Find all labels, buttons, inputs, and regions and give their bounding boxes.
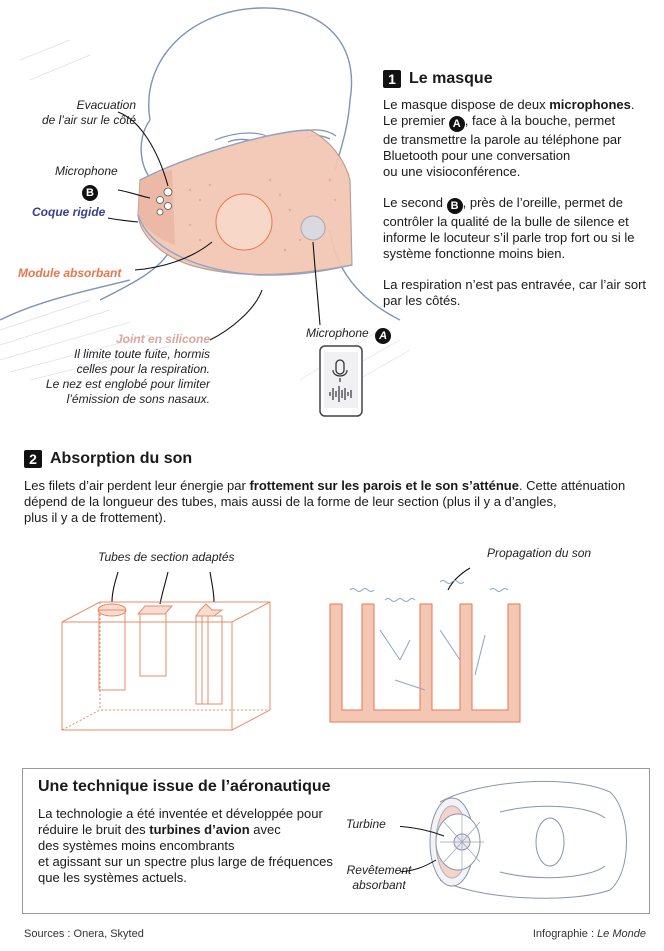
mask-illustration xyxy=(0,7,411,417)
section2-body: Les filets d’air perdent leur énergie pa… xyxy=(24,478,644,526)
s1-p1f: de transmettre la parole au téléphone pa… xyxy=(383,132,622,147)
s1-p2c: contrôler la qualité de la bulle de sile… xyxy=(383,214,629,229)
s1-p1d: Le premier xyxy=(383,113,449,128)
tubes-label: Tubes de section adaptés xyxy=(98,550,235,564)
microphone-a-text: Microphone xyxy=(306,326,369,340)
mask-body xyxy=(137,129,353,276)
joint-line1: Il limite toute fuite, hormis xyxy=(73,347,210,361)
annotation-arrows xyxy=(107,111,321,341)
s1-p2a: Le second xyxy=(383,195,447,210)
section2-title: Absorption du son xyxy=(50,450,193,467)
s3-l4: et agissant sur un spectre plus large de… xyxy=(38,854,333,869)
s1-p2: Le second B, près de l’oreille, permet d… xyxy=(383,195,653,262)
s1-p3a: La respiration n’est pas entravée, car l… xyxy=(383,277,647,292)
joint-line2: celles pour la respiration. xyxy=(76,362,210,376)
evacuation-label-line1: Evacuation xyxy=(76,98,136,112)
s1-p1e: , face à la bouche, permet xyxy=(464,113,616,128)
badge-a-illustration: A xyxy=(375,328,392,344)
propagation-structure xyxy=(329,603,521,723)
badge-b-text: B xyxy=(446,198,463,214)
s2-l1a: Les filets d’air perdent leur énergie pa… xyxy=(24,478,250,493)
propagation-waves xyxy=(349,580,509,691)
aeronautics-box xyxy=(22,768,650,914)
joint-title: Joint en silicone xyxy=(115,332,210,346)
s3-l5: que les systèmes actuels. xyxy=(38,870,187,885)
credit-publisher: Le Monde xyxy=(597,928,646,940)
credit: Infographie : Le Monde xyxy=(533,928,646,940)
revetement-line2: absorbant xyxy=(352,878,406,892)
tubes-block xyxy=(61,601,271,731)
s3-l2a: réduire le bruit des xyxy=(38,822,150,837)
s1-p2e: système fonctionne moins bien. xyxy=(383,246,566,261)
evacuation-label: Evacuation de l’air sur le côté xyxy=(42,98,136,128)
joint-line3: Le nez est englobé pour limiter xyxy=(45,377,210,391)
badge-b: B xyxy=(82,185,98,201)
section3-title: Une technique issue de l’aéronautique xyxy=(38,778,331,795)
s2-l1b: frottement sur les parois et le son s’at… xyxy=(249,478,519,493)
section1-body: Le masque dispose de deux microphones. L… xyxy=(383,97,653,309)
s1-p3: La respiration n’est pas entravée, car l… xyxy=(383,277,653,309)
evacuation-label-line2: de l’air sur le côté xyxy=(41,113,136,127)
s2-l3: plus il y a de frottement). xyxy=(24,510,167,525)
badge-a-text: A xyxy=(448,116,465,132)
coque-label: Coque rigide xyxy=(32,205,106,219)
s3-l3: des systèmes moins encombrants xyxy=(38,838,235,853)
s1-p3b: par les côtés. xyxy=(383,293,461,308)
propagation-label: Propagation du son xyxy=(487,546,592,560)
credit-label: Infographie : xyxy=(532,928,598,940)
turbine-illustration xyxy=(400,780,627,899)
phone-icon xyxy=(319,345,363,417)
turbine-label: Turbine xyxy=(346,817,386,831)
section1-heading: 1 Le masque xyxy=(383,70,493,88)
mask-microphone-a xyxy=(300,215,326,241)
s3-l1: La technologie a été inventée et dévelop… xyxy=(38,806,323,821)
s1-p1h: ou une visioconférence. xyxy=(383,164,521,179)
section2-heading: 2 Absorption du son xyxy=(24,450,192,468)
microphone-a-label: Microphone A xyxy=(306,326,392,344)
section3-body: La technologie a été inventée et dévelop… xyxy=(38,806,358,886)
absorption-diagrams xyxy=(61,567,521,731)
s3-l2b: turbines d’avion xyxy=(149,822,250,837)
badge-b-illustration: B xyxy=(82,181,98,201)
section2-number: 2 xyxy=(24,450,42,468)
revetement-label: Revêtement absorbant xyxy=(346,863,412,893)
s1-p1g: Bluetooth pour une conversation xyxy=(383,148,571,163)
joint-line4: l’émission de sons nasaux. xyxy=(66,392,210,406)
s1-p1a: Le masque dispose de deux xyxy=(383,97,550,112)
s2-l1c: . Cette atténuation xyxy=(518,478,626,493)
absorbent-module xyxy=(215,193,273,251)
s2-l2: dépend de la longueur des tubes, mais au… xyxy=(24,494,557,509)
joint-annotation: Joint en silicone Il limite toute fuite,… xyxy=(34,332,210,407)
revetement-line1: Revêtement xyxy=(346,863,412,877)
tube-arrows xyxy=(111,567,471,605)
microphone-b-label: Microphone xyxy=(55,164,118,178)
side-vents xyxy=(156,187,173,216)
s1-p2d: informe le locuteur s’il parle trop fort… xyxy=(383,230,635,245)
section1-title: Le masque xyxy=(409,70,493,87)
s1-p1c: . xyxy=(630,97,635,112)
s1-p2b: , près de l’oreille, permet de xyxy=(462,195,624,210)
s1-p1b: microphones xyxy=(549,97,631,112)
section1-number: 1 xyxy=(383,70,401,88)
sources: Sources : Onera, Skyted xyxy=(24,928,144,940)
s1-p1: Le masque dispose de deux microphones. L… xyxy=(383,97,653,180)
s3-l2c: avec xyxy=(249,822,281,837)
module-label: Module absorbant xyxy=(18,266,122,280)
